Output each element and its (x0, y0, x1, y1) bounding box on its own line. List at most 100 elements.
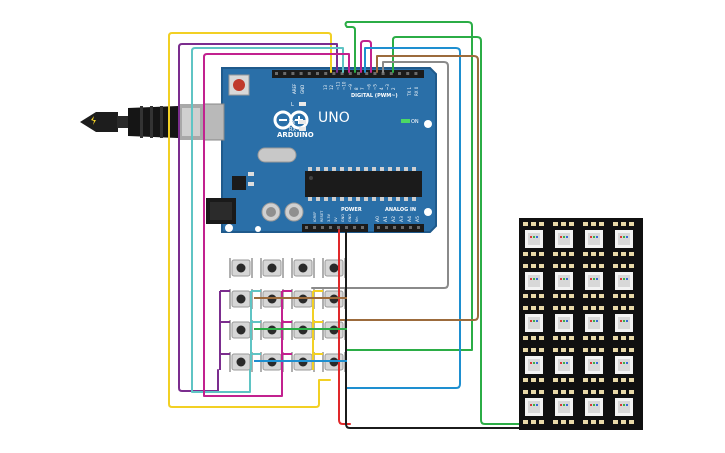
header-pin (373, 72, 377, 75)
mounting-hole (225, 224, 233, 232)
wire-magenta (360, 40, 372, 73)
header-pin (324, 72, 328, 75)
header-pin (406, 72, 410, 75)
push-button (291, 258, 315, 278)
header-pin (316, 72, 319, 75)
led-l-label: L (291, 102, 294, 108)
neopixel-matrix (519, 218, 643, 430)
voltage-regulator (232, 176, 246, 190)
usb-port (203, 103, 225, 141)
usb-bolt-icon (91, 116, 96, 125)
rgb-led (523, 390, 544, 424)
header-pin (417, 226, 420, 229)
header-pin (283, 72, 287, 75)
aref-label: AREF (292, 83, 297, 94)
digital-pin-label: 4 (379, 87, 384, 90)
rgb-led (583, 348, 604, 382)
header-pin (275, 72, 278, 75)
power-pin-label: 3.3V (327, 213, 331, 222)
wire-black (345, 229, 523, 429)
power-pin-label: IOREF (313, 212, 317, 222)
header-pin (321, 226, 324, 229)
rgb-led (523, 348, 544, 382)
power-pin-label: RESET (320, 210, 324, 222)
rgb-led (613, 306, 634, 340)
power-pin-label: GND (341, 214, 345, 222)
tx-pin-label: TX 1 (407, 87, 412, 97)
rgb-led (553, 390, 574, 424)
wire-yellow (168, 32, 332, 408)
model-label: UNO (318, 110, 350, 126)
header-pin (357, 72, 360, 75)
push-button (229, 289, 253, 309)
digital-pin-label: ~3 (385, 84, 390, 90)
led-on (401, 119, 410, 123)
digital-pin-label: 13 (323, 84, 328, 90)
header-pin (305, 226, 308, 229)
rgb-led (613, 348, 634, 382)
wire-brown (339, 55, 479, 321)
digital-pin-label: ~11 (335, 81, 340, 90)
led-l (299, 102, 306, 106)
rgb-led (613, 222, 634, 256)
rgb-led (553, 306, 574, 340)
rgb-led (583, 222, 604, 256)
wire-green (344, 21, 473, 351)
digital-label: DIGITAL (PWM~) (351, 93, 398, 99)
push-button (229, 320, 253, 340)
digital-pin-label: ~10 (342, 81, 347, 90)
header-pin (307, 72, 311, 75)
rgb-led (583, 306, 604, 340)
header-pin (299, 72, 303, 75)
rgb-led (613, 264, 634, 298)
gnd-top-label: GND (300, 85, 305, 94)
header-pin (313, 226, 316, 229)
push-button (229, 352, 253, 372)
atmega-chip (305, 171, 422, 197)
mounting-hole (255, 226, 261, 232)
rgb-led (523, 264, 544, 298)
led-on-label: ON (411, 119, 419, 125)
digital-pin-label: ~5 (373, 84, 378, 90)
arduino-uno-board: ARDUINO UNO L TX RX ON DIGITAL (PWM~) 13… (203, 67, 437, 233)
digital-pin-row (275, 72, 418, 75)
header-pin (398, 72, 401, 75)
mounting-hole (424, 208, 432, 216)
wire-green (392, 36, 523, 425)
analog-pin-label: A4 (407, 216, 413, 222)
usb-cable (80, 104, 204, 140)
keypad-wires (219, 290, 347, 370)
header-pin (401, 226, 404, 229)
wire-teal (191, 47, 344, 393)
power-label: POWER (341, 207, 362, 213)
header-pin (377, 226, 380, 229)
header-pin (389, 72, 393, 75)
digital-pin-label: ~9 (348, 84, 353, 90)
digital-pin-label: ~6 (366, 84, 371, 90)
header-pin (345, 226, 348, 229)
header-pin (361, 226, 364, 229)
power-pin-label: 5V (334, 217, 338, 222)
analog-pin-label: A2 (391, 216, 397, 222)
keypad-column-wire (281, 290, 292, 370)
rgb-led (523, 306, 544, 340)
digital-header (272, 70, 424, 78)
digital-pin-label: 7 (360, 87, 365, 90)
push-button (322, 258, 346, 278)
wire-gray (311, 61, 449, 289)
header-pin (365, 72, 369, 75)
header-pin (291, 72, 295, 75)
wire-red (338, 229, 351, 425)
rgb-led (583, 264, 604, 298)
header-pin (353, 226, 356, 229)
rgb-led (583, 390, 604, 424)
header-pin (393, 226, 396, 229)
mounting-hole (424, 120, 432, 128)
header-pin (329, 226, 332, 229)
header-pin (332, 72, 336, 75)
rx-pin-label: RX 0 (414, 86, 419, 96)
header-pin (348, 72, 352, 75)
digital-pin-label: 2 (391, 87, 396, 90)
wire-magenta (203, 53, 350, 397)
